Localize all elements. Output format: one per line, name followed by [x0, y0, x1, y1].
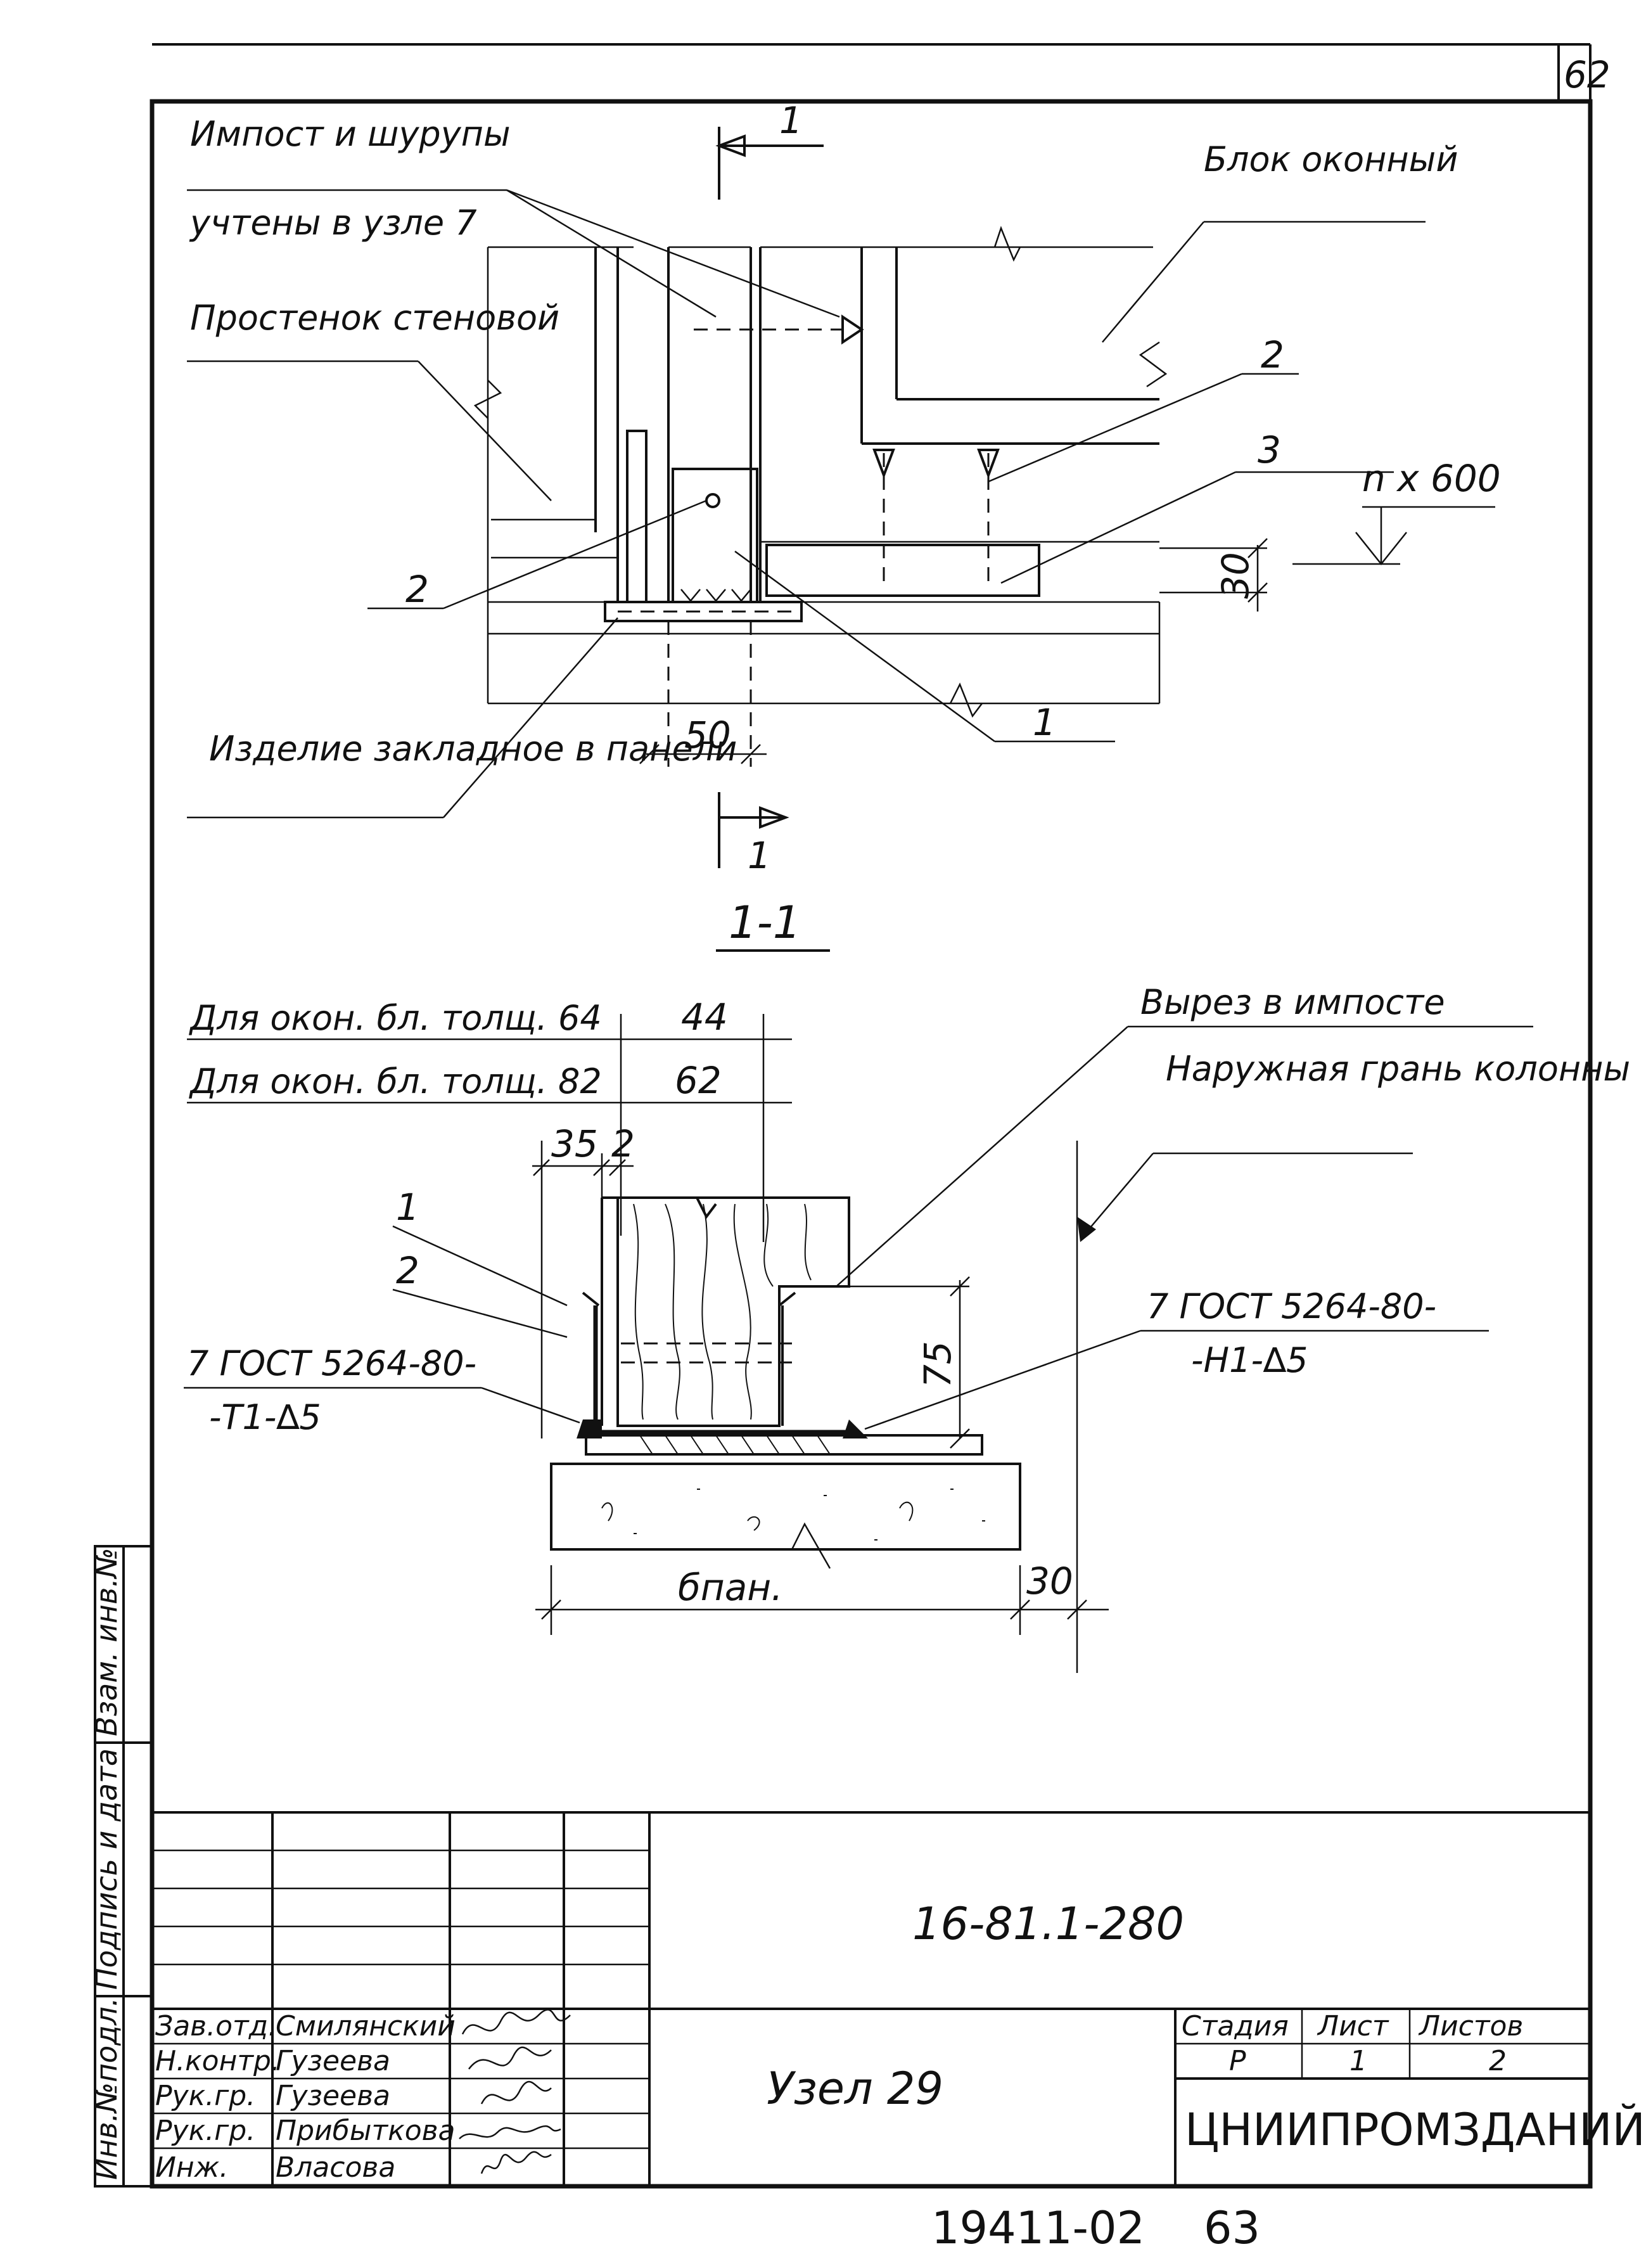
plan-dim-50: 50 — [684, 714, 731, 757]
role-2: Н.контр. — [155, 2045, 280, 2077]
section-row-82-label: Для окон. бл. толщ. 82 — [189, 1061, 602, 1101]
callout-embedded: Изделие закладное в панели — [209, 729, 737, 769]
name-2: Гузеева — [276, 2045, 390, 2077]
section-dim-75: 75 — [916, 1341, 959, 1388]
plan-mark-1: 1 — [1033, 701, 1056, 744]
section-marker-bottom-label: 1 — [748, 834, 771, 877]
weld-right-line1: 7 ГОСТ 5264-80- — [1147, 1286, 1436, 1326]
footer-page: 63 — [1204, 2202, 1260, 2254]
side-stamp-cell-inv: Инв.№подл. — [89, 1997, 124, 2180]
section-marker-bottom — [718, 792, 789, 868]
weld-left-line2: -Т1-∆5 — [209, 1397, 321, 1437]
role-5: Инж. — [155, 2151, 228, 2184]
stage-header: Стадия — [1182, 2010, 1289, 2042]
section-dim-panel: бпан. — [678, 1566, 783, 1609]
sheet-header: Лист — [1317, 2010, 1389, 2042]
section-mark-1: 1 — [396, 1186, 419, 1229]
role-4: Рук.гр. — [155, 2115, 255, 2147]
section-row-82-value: 62 — [675, 1059, 722, 1102]
sheets-header: Листов — [1418, 2010, 1523, 2042]
callout-pier: Простенок стеновой — [190, 298, 559, 338]
name-4: Прибыткова — [276, 2115, 456, 2147]
callout-impost-2: учтены в узле 7 — [189, 203, 477, 243]
section-marker-top — [715, 127, 824, 200]
sheet-number: 62 — [1564, 53, 1611, 96]
name-1: Смилянский — [276, 2010, 456, 2042]
side-stamp-cell-sign: Подпись и дата — [89, 1748, 124, 1990]
section-marker-top-label: 1 — [779, 99, 803, 142]
sheet-frame — [150, 43, 1593, 2189]
plan-mark-2b: 2 — [405, 568, 429, 611]
section-mark-2: 2 — [396, 1249, 419, 1292]
plan-view — [473, 226, 1168, 767]
sheet-value: 1 — [1349, 2045, 1367, 2077]
weld-right-line2: -Н1-∆5 — [1191, 1340, 1308, 1380]
section-dim-2: 2 — [611, 1122, 635, 1165]
plan-dim-30: 30 — [1214, 552, 1257, 599]
title-block — [152, 1811, 1590, 2186]
section-callout-cutout: Вырез в импосте — [1140, 982, 1445, 1022]
footer-code: 19411-02 — [931, 2202, 1145, 2254]
side-stamp-cell-replace: Взам. инв.№ — [89, 1547, 124, 1736]
organization: ЦНИИПРОМЗДАНИЙ — [1185, 2104, 1645, 2156]
stage-value: Р — [1229, 2045, 1246, 2077]
doc-code: 16-81.1-280 — [912, 1898, 1184, 1950]
plan-dim-n600: n x 600 — [1362, 457, 1501, 500]
side-stamp — [94, 1545, 153, 2188]
section-row-64-value: 44 — [681, 996, 728, 1039]
section-dim-35: 35 — [551, 1122, 598, 1165]
role-3: Рук.гр. — [155, 2080, 255, 2112]
section-callout-face: Наружная грань колонны — [1166, 1049, 1630, 1089]
section-title: 1-1 — [729, 897, 801, 949]
plan-mark-3: 3 — [1258, 428, 1281, 471]
callout-impost: Импост и шурупы — [190, 114, 511, 154]
name-5: Власова — [276, 2151, 395, 2184]
section-row-64-label: Для окон. бл. толщ. 64 — [189, 998, 602, 1038]
name-3: Гузеева — [276, 2080, 390, 2112]
drawing-title: Узел 29 — [767, 2063, 943, 2115]
callout-window-block: Блок оконный — [1204, 139, 1458, 179]
section-leaders — [184, 1025, 1533, 1430]
sheets-value: 2 — [1489, 2045, 1507, 2077]
section-dim-30: 30 — [1026, 1560, 1073, 1603]
plan-dimensions — [639, 506, 1495, 764]
plan-mark-2: 2 — [1261, 333, 1284, 376]
section-drawing — [532, 1141, 1109, 1673]
signatures — [459, 2009, 571, 2174]
role-1: Зав.отд. — [155, 2010, 277, 2042]
weld-left-line1: 7 ГОСТ 5264-80- — [187, 1343, 476, 1383]
plan-leaders — [187, 189, 1426, 819]
